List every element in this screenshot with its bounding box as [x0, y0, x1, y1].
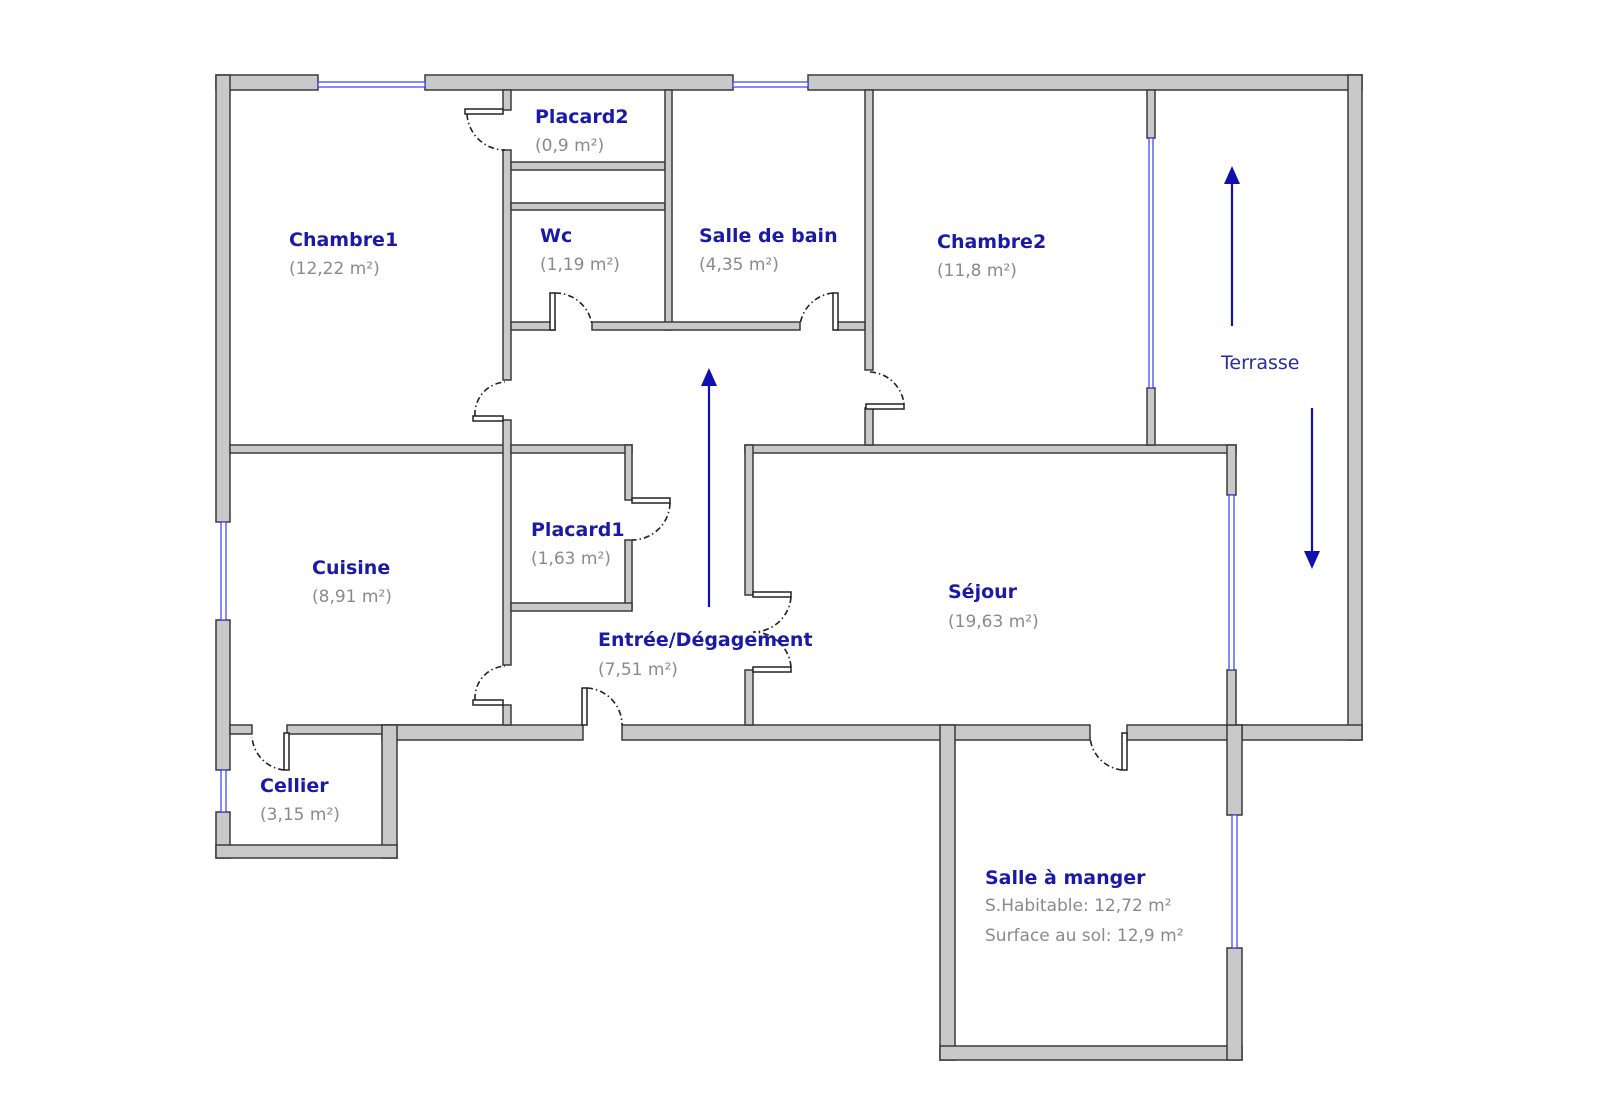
room-area-cuisine: (8,91 m²) — [312, 587, 392, 607]
room-labels: Chambre1 (12,22 m²) Placard2 (0,9 m²) Wc… — [260, 106, 1300, 946]
arrow-down-icon — [1304, 551, 1320, 569]
walls — [215, 74, 1363, 1061]
room-name-chambre1: Chambre1 — [289, 229, 398, 251]
room-name-terrasse: Terrasse — [1220, 352, 1300, 374]
terrace-arrows — [701, 166, 1320, 607]
room-area-chambre1: (12,22 m²) — [289, 259, 380, 279]
room-name-placard2: Placard2 — [535, 106, 629, 128]
windows — [220, 81, 1238, 949]
arrow-up-icon — [1224, 166, 1240, 184]
room-name-cuisine: Cuisine — [312, 557, 390, 579]
room-name-entree: Entrée/Dégagement — [598, 629, 813, 651]
room-area-wc: (1,19 m²) — [540, 255, 620, 275]
room-area-salle-de-bain: (4,35 m²) — [699, 255, 779, 275]
room-area-placard1: (1,63 m²) — [531, 549, 611, 569]
room-habitable-salle-a-manger: S.Habitable: 12,72 m² — [985, 896, 1172, 916]
room-area-chambre2: (11,8 m²) — [937, 261, 1017, 281]
room-name-chambre2: Chambre2 — [937, 231, 1046, 253]
room-name-wc: Wc — [540, 225, 572, 247]
entrance-arrow-icon — [701, 368, 717, 386]
room-area-entree: (7,51 m²) — [598, 660, 678, 680]
room-name-sejour: Séjour — [948, 581, 1018, 603]
room-area-placard2: (0,9 m²) — [535, 136, 604, 156]
room-name-salle-de-bain: Salle de bain — [699, 225, 838, 247]
doors — [251, 108, 1128, 771]
room-area-cellier: (3,15 m²) — [260, 805, 340, 825]
room-name-cellier: Cellier — [260, 775, 329, 797]
room-name-salle-a-manger: Salle à manger — [985, 867, 1146, 889]
room-name-placard1: Placard1 — [531, 519, 625, 541]
room-sol-salle-a-manger: Surface au sol: 12,9 m² — [985, 926, 1184, 946]
room-area-sejour: (19,63 m²) — [948, 612, 1039, 632]
